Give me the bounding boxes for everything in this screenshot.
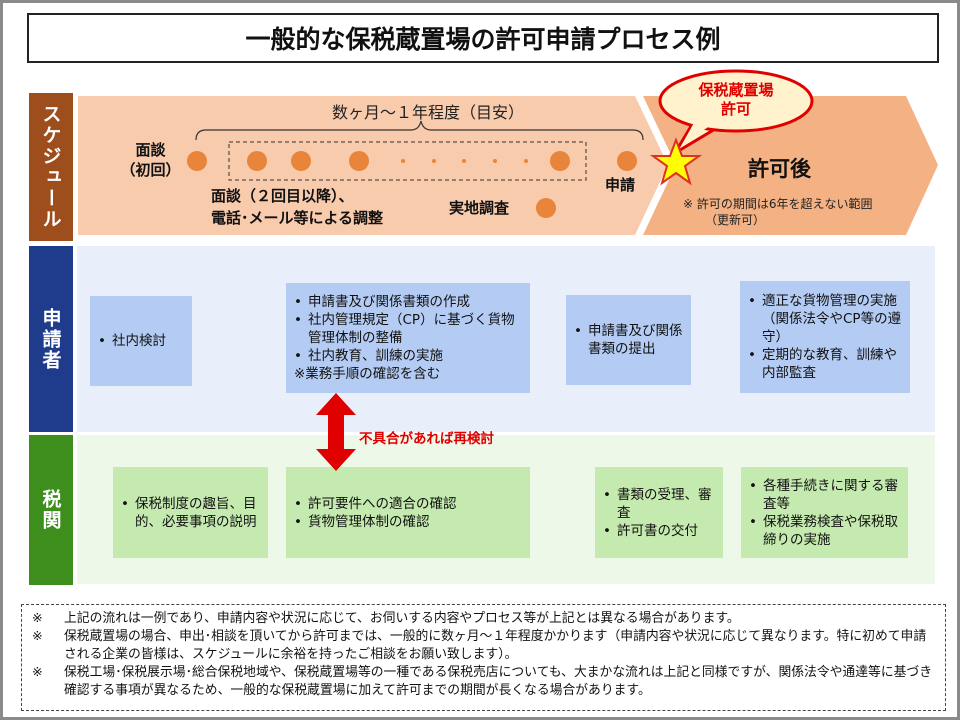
- dot-small: [524, 159, 528, 163]
- site-inspection-label: 実地調査: [449, 199, 510, 217]
- schedule-graphic: [78, 69, 938, 235]
- dot-small: [462, 159, 466, 163]
- applicant-box-preparation: 申請書及び関係書類の作成社内管理規定（CP）に基づく貨物管理体制の整備社内教育、…: [286, 283, 530, 393]
- after-note-1: ※ 許可の期間は6年を超えない範囲: [683, 197, 873, 211]
- row-label-applicant: 申請者: [29, 246, 73, 432]
- followup-label-1: 面談（２回目以降）、: [211, 187, 354, 205]
- customs-box-inspection: 各種手続きに関する審査等保税業務検査や保税取締りの実施: [741, 467, 908, 558]
- bullet-item: 社内管理規定（CP）に基づく貨物管理体制の整備: [294, 311, 522, 347]
- recheck-double-arrow-icon: [316, 393, 356, 471]
- bullet-item: 保税制度の趣旨、目的、必要事項の説明: [121, 495, 260, 531]
- bullet-item: 申請書及び関係書類の提出: [574, 322, 683, 358]
- first-meeting-label: 面談 （初回）: [120, 141, 181, 179]
- after-permit-note: ※ 許可の期間は6年を超えない範囲 （更新可）: [683, 196, 873, 228]
- bubble-line-2: 許可: [720, 100, 751, 118]
- applicant-box-review: 社内検討: [90, 296, 192, 386]
- dot-application: [617, 151, 637, 171]
- applicant-box-operation: 適正な貨物管理の実施（関係法令やCP等の遵守）定期的な教育、訓練や内部監査: [740, 281, 910, 393]
- permit-bubble: [658, 69, 814, 133]
- after-permit-label: 許可後: [748, 157, 811, 181]
- bullet-item: 適正な貨物管理の実施（関係法令やCP等の遵守）: [748, 292, 902, 346]
- after-note-2: （更新可）: [705, 213, 766, 227]
- note-mark: ※: [32, 629, 43, 644]
- recheck-label: 不具合があれば再検討: [359, 431, 494, 447]
- applicant-box-submission: 申請書及び関係書類の提出: [566, 295, 691, 385]
- procedure-note: ※業務手順の確認を含む: [294, 366, 441, 382]
- customs-box-confirmation: 許可要件への適合の確認貨物管理体制の確認: [286, 467, 530, 558]
- permit-bubble-text: 保税蔵置場 許可: [676, 81, 796, 119]
- application-label: 申請: [605, 176, 636, 194]
- notes-box: ※ 上記の流れは一例であり、申請内容や状況に応じて、お伺いする内容やプロセス等が上…: [21, 604, 946, 711]
- bullet-item: 許可要件への適合の確認: [294, 495, 522, 513]
- page-title: 一般的な保税蔵置場の許可申請プロセス例: [27, 13, 939, 63]
- duration-brace: [195, 120, 644, 141]
- bullet-item: 定期的な教育、訓練や内部監査: [748, 346, 902, 382]
- dot-followup: [247, 151, 267, 171]
- bullet-item: 許可書の交付: [603, 522, 715, 540]
- bullet-item: 各種手続きに関する審査等: [749, 477, 900, 513]
- bullet-item: 貨物管理体制の確認: [294, 513, 522, 531]
- row-label-schedule: スケジュール: [29, 93, 73, 241]
- star-icon: [649, 137, 703, 186]
- dot-small: [401, 159, 405, 163]
- schedule-chevron: [78, 96, 668, 235]
- dot-small: [493, 159, 497, 163]
- dot-followup: [349, 151, 369, 171]
- customs-box-review: 書類の受理、審査許可書の交付: [595, 467, 723, 558]
- customs-box-explanation: 保税制度の趣旨、目的、必要事項の説明: [113, 467, 268, 558]
- followup-label-2: 電話･メール等による調整: [211, 209, 384, 227]
- bullet-item: 社内教育、訓練の実施: [294, 347, 522, 365]
- note-item: ※ 保税工場･保税展示場･総合保税地域や、保税蔵置場等の一種である保税売店について…: [32, 664, 935, 700]
- bubble-line-1: 保税蔵置場: [698, 81, 774, 99]
- dot-followup: [550, 151, 570, 171]
- followup-dashed-box: [228, 141, 587, 181]
- bullet-item: 社内検討: [98, 332, 184, 350]
- duration-label: 数ヶ月～１年程度（目安）: [331, 103, 524, 122]
- note-mark: ※: [32, 665, 43, 680]
- row-label-customs: 税関: [29, 435, 73, 585]
- note-item: ※ 保税蔵置場の場合、申出･相談を頂いてから許可までは、一般的に数ヶ月～１年程度か…: [32, 628, 935, 664]
- note-text: 上記の流れは一例であり、申請内容や状況に応じて、お伺いする内容やプロセス等が上記…: [64, 611, 740, 626]
- bullet-item: 申請書及び関係書類の作成: [294, 293, 522, 311]
- note-text: 保税工場･保税展示場･総合保税地域や、保税蔵置場等の一種である保税売店についても…: [64, 665, 933, 698]
- bullet-item: 書類の受理、審査: [603, 486, 715, 522]
- note-text: 保税蔵置場の場合、申出･相談を頂いてから許可までは、一般的に数ヶ月～１年程度かか…: [64, 629, 927, 662]
- note-item: ※ 上記の流れは一例であり、申請内容や状況に応じて、お伺いする内容やプロセス等が上…: [32, 610, 935, 628]
- note-mark: ※: [32, 611, 43, 626]
- dot-followup: [291, 151, 311, 171]
- dot-small: [432, 159, 436, 163]
- dot-first-meeting: [187, 151, 207, 171]
- dot-site-inspection: [536, 198, 556, 218]
- bubble-tail-fill: [681, 121, 711, 146]
- bullet-item: 保税業務検査や保税取締りの実施: [749, 513, 900, 549]
